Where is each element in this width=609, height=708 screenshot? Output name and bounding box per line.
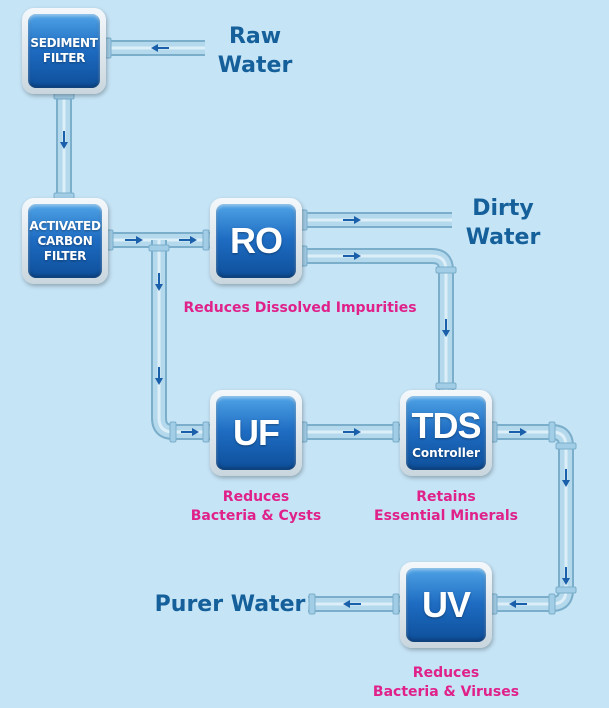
uv-node: UV [400,562,492,648]
flow-arrow-icon [509,428,527,436]
ro-caption: Reduces Dissolved Impurities [170,299,430,318]
pipe-ro-to-tds-highlight [300,254,448,392]
dirty-water-label: Dirty Water [460,194,546,252]
flow-arrow-icon [343,252,361,260]
activated-carbon-filter-node: ACTIVATED CARBON FILTER [22,198,108,284]
purer-water-label: Purer Water [150,590,310,619]
uv-caption-line1: Reduces [412,665,480,681]
pipe-branch-down [151,240,212,440]
uf-caption-line1: Reduces [222,489,290,505]
flow-arrow-icon [343,428,361,436]
tds-caption: Retains Essential Minerals [366,488,526,526]
pipe-coupling-18 [548,593,556,615]
dirty-water-line2: Water [465,225,541,250]
sediment-filter-node: SEDIMENT FILTER [22,8,106,94]
flow-arrow-icon [125,236,143,244]
flow-arrow-icon [155,367,163,385]
sediment-filter-label-line2: FILTER [42,51,86,65]
pipe-ro-to-tds [300,248,454,392]
sediment-filter-label-line1: SEDIMENT [30,36,98,50]
tds-controller-face: TDS Controller [406,396,486,470]
pipe-coupling-20 [392,593,400,615]
ro-label: RO [230,220,283,261]
tds-caption-line2: Essential Minerals [374,508,518,524]
flow-arrow-icon [155,273,163,291]
pipe-ro-to-tds-core [300,250,452,392]
flow-arrow-icon [60,131,68,149]
flow-arrow-icon [151,44,169,52]
carbon-filter-label-line1: ACTIVATED [29,218,101,233]
pipe-tds-to-uv-highlight [490,430,568,606]
uf-face: UF [216,396,296,470]
pipe-coupling-13 [392,421,400,443]
flow-arrow-icon [509,600,527,608]
ro-node: RO [210,198,302,284]
dirty-water-line1: Dirty [472,196,534,221]
tds-label: TDS [411,404,482,446]
pipe-coupling-10 [435,266,457,274]
pipe-coupling-15 [548,421,556,443]
tds-caption-line1: Retains [416,489,476,505]
uf-label: UF [233,412,280,453]
carbon-filter-label-line2: CARBON [37,233,93,248]
raw-water-line2: Water [217,53,293,78]
ro-face: RO [216,204,296,278]
pipe-coupling-17 [555,586,577,594]
flow-arrow-icon [562,567,570,585]
flow-arrow-icon [343,600,361,608]
pipe-coupling-21 [308,593,316,615]
uf-node: UF [210,390,302,476]
flow-arrow-icon [179,236,197,244]
pipe-coupling-6 [169,421,177,443]
flow-arrow-icon [343,216,361,224]
raw-water-label: Raw Water [212,22,298,80]
tds-sub-label: Controller [412,445,480,460]
flow-arrow-icon [181,428,199,436]
tds-controller-node: TDS Controller [400,390,492,476]
uf-caption-line2: Bacteria & Cysts [190,508,322,524]
uv-face: UV [406,568,486,642]
uf-caption: Reduces Bacteria & Cysts [176,488,336,526]
activated-carbon-filter-face: ACTIVATED CARBON FILTER [28,204,102,278]
raw-water-line1: Raw [228,24,282,49]
uv-label: UV [421,584,471,625]
ro-caption-line1: Reduces Dissolved Impurities [183,300,417,316]
pipe-coupling-11 [435,382,457,390]
pipe-coupling-16 [555,442,577,450]
uv-caption-line2: Bacteria & Viruses [372,684,520,700]
carbon-filter-label-line3: FILTER [43,248,87,263]
flow-arrow-icon [442,319,450,337]
purer-water-text: Purer Water [154,592,306,617]
uv-caption: Reduces Bacteria & Viruses [366,664,526,702]
pipe-coupling-4 [202,229,210,251]
sediment-filter-face: SEDIMENT FILTER [28,14,100,88]
flow-arrow-icon [562,469,570,487]
pipe-coupling-7 [202,421,210,443]
pipe-coupling-5 [148,244,170,252]
